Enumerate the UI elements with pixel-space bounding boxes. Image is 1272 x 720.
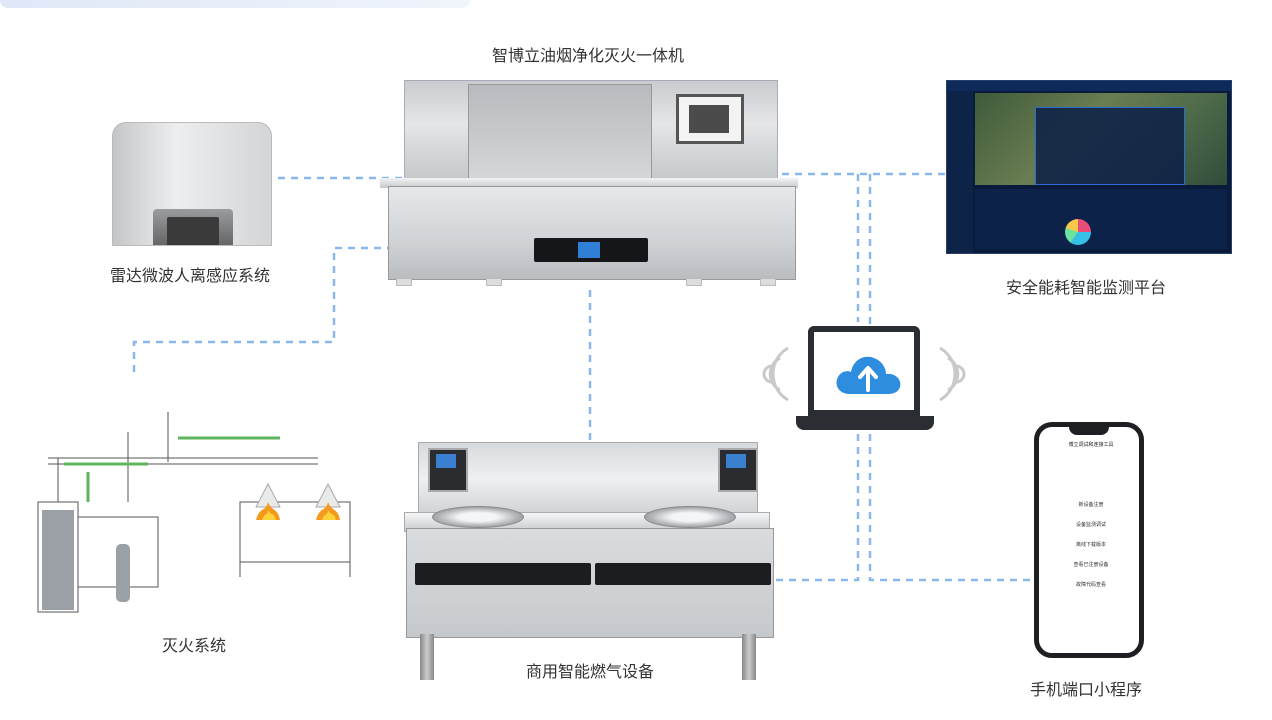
phone-menu-item[interactable]: 查看已注册设备 bbox=[1073, 562, 1109, 568]
phone-menu-item[interactable]: 新设备注册 bbox=[1078, 502, 1104, 508]
laptop-base bbox=[796, 416, 934, 430]
header-decoration bbox=[0, 0, 470, 8]
connector-fire-hood bbox=[132, 246, 388, 372]
phone-menu-item[interactable]: 设备监测调试 bbox=[1075, 522, 1106, 528]
platform-label: 安全能耗智能监测平台 bbox=[1006, 278, 1167, 297]
cloud-upload-icon bbox=[836, 356, 901, 394]
stove-label: 商用智能燃气设备 bbox=[526, 662, 655, 681]
wireless-signal-icon bbox=[939, 346, 966, 402]
radar-label: 雷达微波人离感应系统 bbox=[110, 266, 271, 285]
laptop-screen bbox=[808, 326, 920, 416]
fire-system-schematic bbox=[37, 412, 351, 613]
hood-label: 智博立油烟净化灭火一体机 bbox=[492, 46, 685, 65]
phone-device: 博立调试和连接工具 新设备注册 设备监测调试 离线下载版本 查看已注册设备 故障… bbox=[1034, 422, 1144, 658]
phone-menu-item[interactable]: 离线下载版本 bbox=[1075, 542, 1106, 548]
fire-system-label: 灭火系统 bbox=[162, 636, 227, 655]
phone-menu-item[interactable]: 故障代码查看 bbox=[1075, 582, 1106, 588]
phone-app-title: 博立调试和连接工具 bbox=[1068, 442, 1114, 448]
miniapp-label: 手机端口小程序 bbox=[1030, 680, 1143, 699]
connector-platform-phone bbox=[868, 174, 1034, 582]
hood-control-display bbox=[534, 238, 648, 262]
connector-laptop-down bbox=[770, 434, 860, 582]
monitoring-platform-screen bbox=[946, 80, 1232, 254]
wireless-signal-icon bbox=[762, 346, 789, 402]
platform-pie-chart bbox=[1065, 219, 1091, 245]
